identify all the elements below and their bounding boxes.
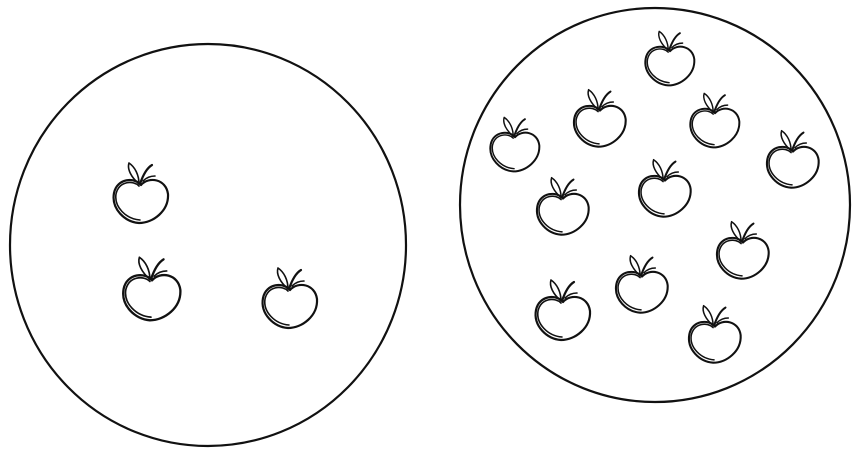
apple-icon	[574, 90, 626, 147]
right-set	[460, 8, 850, 402]
apple-icon	[717, 222, 769, 279]
apple-icon	[114, 163, 168, 223]
apple-icon	[123, 257, 180, 320]
apple-icon	[639, 160, 691, 217]
apple-icon	[536, 280, 590, 340]
apple-icon	[767, 131, 819, 188]
apple-icon	[690, 93, 739, 147]
right-set-circle	[460, 8, 850, 402]
apple-icon	[689, 306, 741, 363]
apple-icon	[645, 31, 694, 85]
apple-icon	[263, 268, 317, 328]
apple-icon	[490, 117, 539, 171]
left-set	[10, 44, 406, 446]
apple-icon	[616, 256, 668, 313]
apple-icon	[537, 178, 589, 235]
left-set-circle	[10, 44, 406, 446]
